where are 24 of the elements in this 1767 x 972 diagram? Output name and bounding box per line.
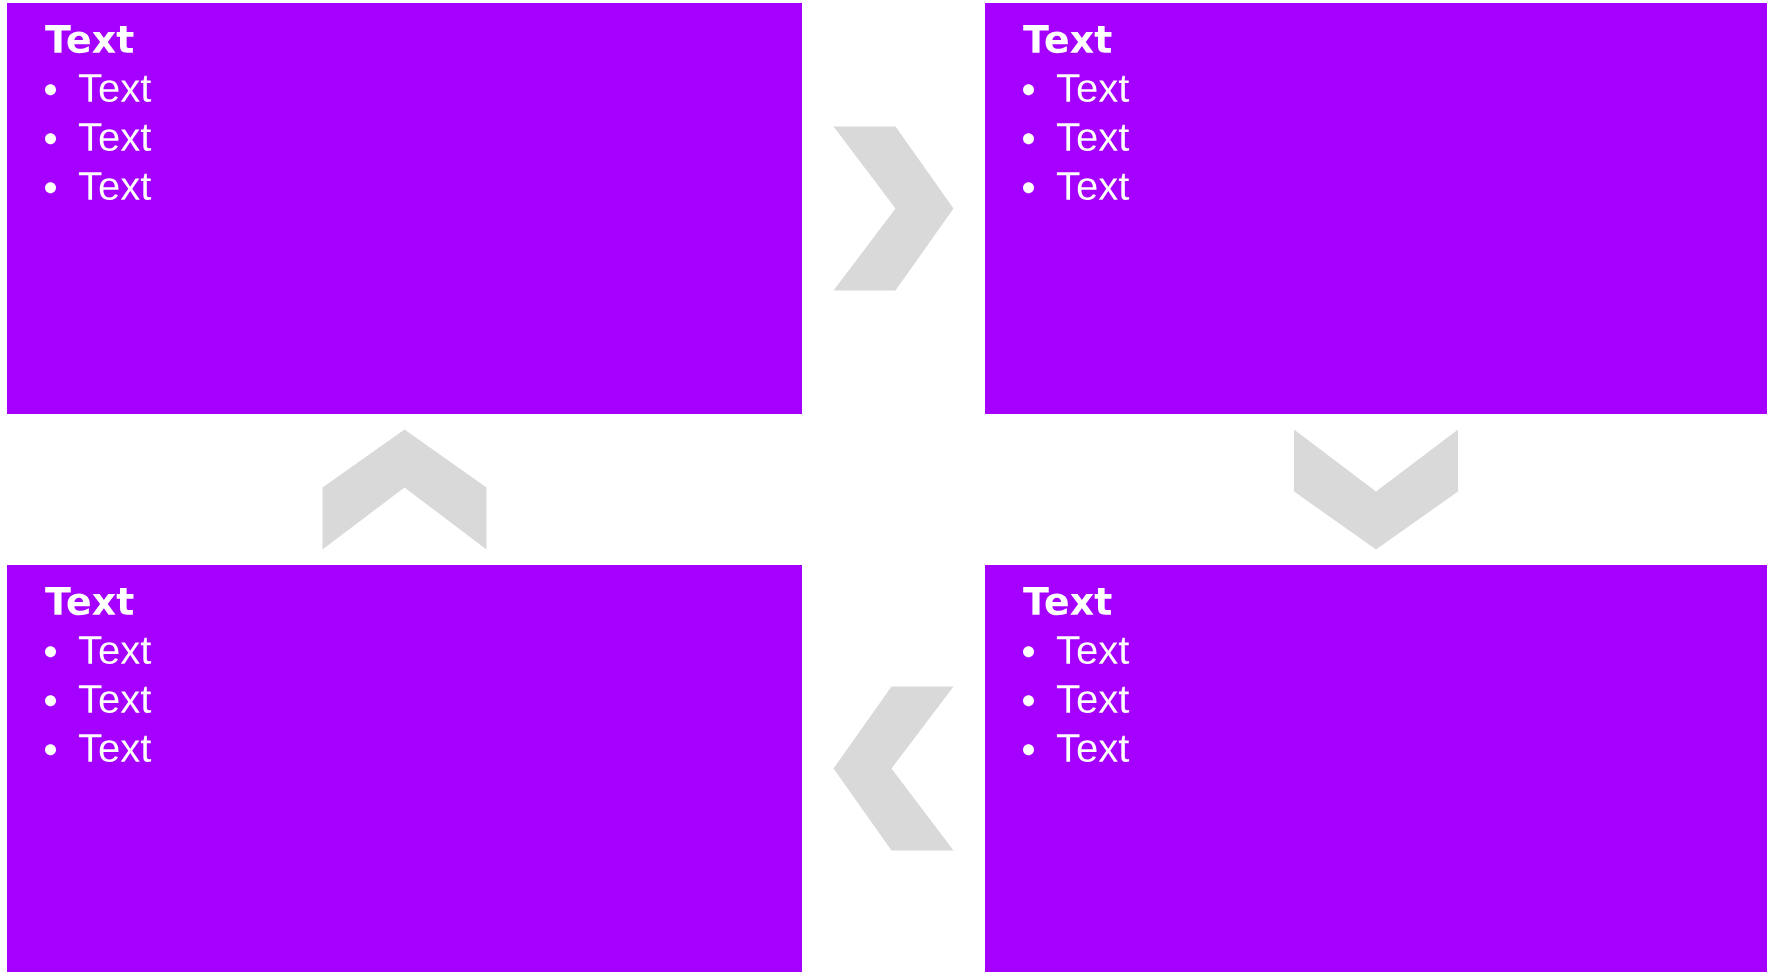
bullet-text: Text (78, 123, 152, 152)
bullet-text: Text (78, 172, 152, 201)
bullet-text: Text (1056, 123, 1130, 152)
heading: Text (45, 587, 134, 616)
bullet-text: Text (1056, 685, 1130, 714)
chevron-arrow (1294, 429, 1458, 550)
heading: Text (45, 25, 134, 54)
chevron-arrow (322, 429, 487, 550)
bullet-text: Text (1056, 636, 1130, 665)
content-box (7, 565, 802, 972)
heading: Text (1023, 587, 1112, 616)
bullet-text: Text (78, 685, 152, 714)
heading: Text (1023, 25, 1112, 54)
bullet-text: Text (78, 636, 152, 665)
chevron-arrow (833, 126, 954, 291)
content-box (985, 3, 1767, 414)
bullet-text: Text (78, 74, 152, 103)
content-box (7, 3, 802, 414)
bullet-text: Text (1056, 734, 1130, 763)
bullet-text: Text (1056, 74, 1130, 103)
content-box (985, 565, 1767, 972)
bullet-text: Text (78, 734, 152, 763)
chevron-arrow (833, 686, 954, 851)
bullet-text: Text (1056, 172, 1130, 201)
